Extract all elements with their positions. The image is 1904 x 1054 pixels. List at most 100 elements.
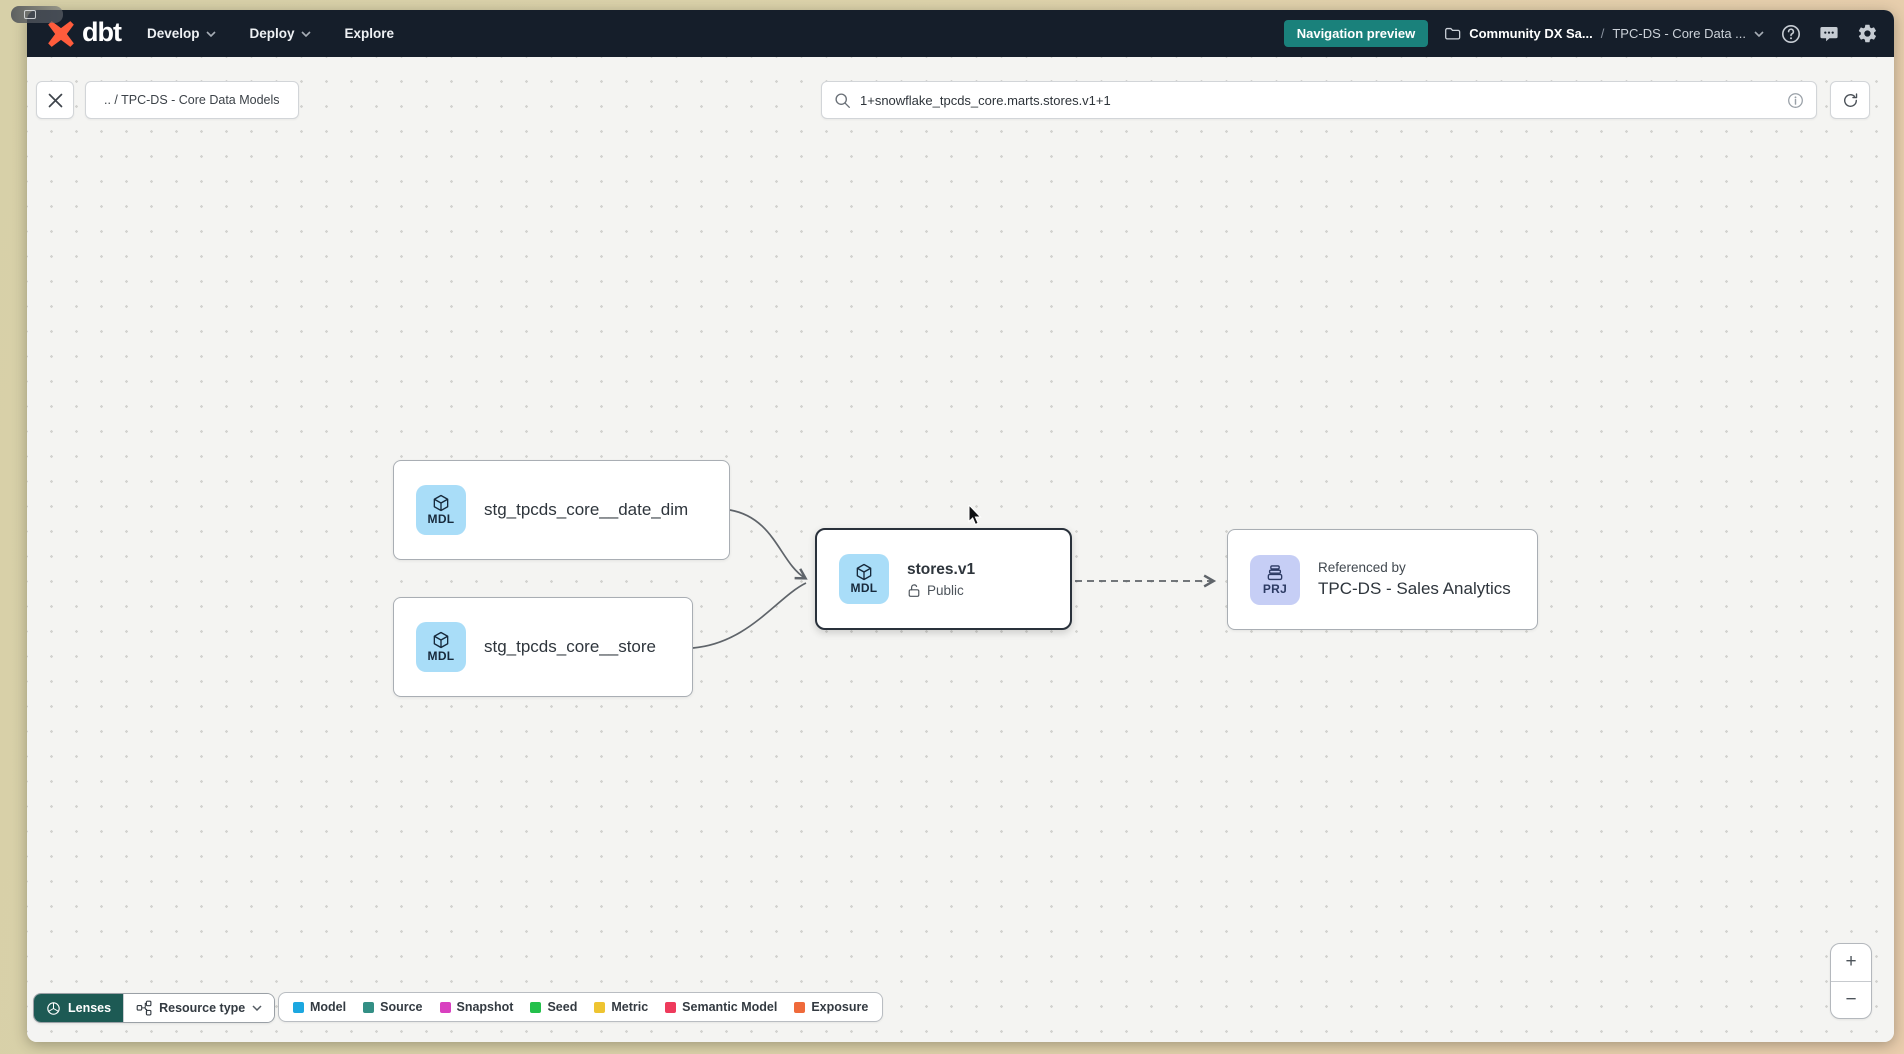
dbt-logo-icon xyxy=(48,20,74,47)
node-text-group: Referenced by TPC-DS - Sales Analytics xyxy=(1318,560,1511,599)
legend-label: Model xyxy=(310,1000,347,1014)
node-referenced-by-sales-analytics[interactable]: PRJ Referenced by TPC-DS - Sales Analyti… xyxy=(1227,529,1538,630)
nav-item-develop[interactable]: Develop xyxy=(147,26,216,41)
dbt-logo-text: dbt xyxy=(82,16,122,47)
help-icon xyxy=(1782,24,1800,43)
legend-swatch xyxy=(530,1001,542,1013)
close-icon xyxy=(48,93,62,107)
chevron-down-icon xyxy=(252,1005,262,1011)
lenses-label: Lenses xyxy=(68,1001,112,1015)
legend-label: Source xyxy=(380,1000,423,1014)
edge-date-dim-to-stores xyxy=(729,509,808,580)
node-access-row: Public xyxy=(907,583,975,598)
legend-item-seed: Seed xyxy=(530,1000,577,1014)
badge-code: MDL xyxy=(427,649,455,664)
node-stores-v1[interactable]: MDL stores.v1 Public xyxy=(815,528,1072,630)
node-label: stg_tpcds_core__store xyxy=(484,637,656,656)
legend-swatch xyxy=(439,1001,451,1013)
close-lineage-button[interactable] xyxy=(36,81,74,119)
help-button[interactable] xyxy=(1780,23,1802,45)
feedback-bubble-icon xyxy=(1820,26,1838,41)
search-icon xyxy=(835,92,850,108)
model-badge: MDL xyxy=(839,554,889,604)
cube-icon xyxy=(433,495,449,512)
legend-item-semantic-model: Semantic Model xyxy=(665,1000,777,1014)
resource-type-legend: Model Source Snapshot Seed Metric Semant… xyxy=(278,992,884,1022)
screen-recording-indicator xyxy=(11,6,63,23)
model-badge: MDL xyxy=(416,485,466,535)
lineage-breadcrumb[interactable]: .. / TPC-DS - Core Data Models xyxy=(85,81,299,119)
breadcrumb-separator: / xyxy=(1600,26,1605,41)
zoom-in-button[interactable]: + xyxy=(1831,944,1871,982)
project-name: TPC-DS - Core Data ... xyxy=(1612,26,1746,41)
settings-button[interactable] xyxy=(1856,23,1878,45)
lineage-search-bar[interactable] xyxy=(821,81,1817,119)
legend-label: Metric xyxy=(611,1000,649,1014)
lenses-button[interactable]: Lenses xyxy=(34,994,124,1022)
zoom-out-button[interactable]: − xyxy=(1845,988,1857,1010)
dbt-app-window: dbt Develop Deploy Explore Navigation pr… xyxy=(27,10,1894,1042)
legend-item-snapshot: Snapshot xyxy=(439,1000,514,1014)
access-label: Public xyxy=(927,582,964,598)
badge-code: MDL xyxy=(850,581,878,596)
top-navigation-bar: dbt Develop Deploy Explore Navigation pr… xyxy=(27,10,1894,57)
refresh-lineage-button[interactable] xyxy=(1830,81,1870,119)
legend-label: Semantic Model xyxy=(682,1000,778,1014)
nav-right-group: Navigation preview Community DX Sa... / … xyxy=(1283,20,1878,47)
legend-item-metric: Metric xyxy=(594,1000,648,1014)
node-kicker: Referenced by xyxy=(1318,560,1406,575)
dbt-logo[interactable]: dbt xyxy=(47,16,122,49)
legend-label: Exposure xyxy=(811,1000,869,1014)
lineage-canvas[interactable]: .. / TPC-DS - Core Data Models xyxy=(27,57,1894,1042)
legend-swatch xyxy=(794,1001,806,1013)
stack-icon xyxy=(1267,565,1283,580)
lineage-search-input[interactable] xyxy=(860,92,1778,108)
legend-item-exposure: Exposure xyxy=(794,1000,868,1014)
legend-swatch xyxy=(665,1001,677,1013)
lens-icon xyxy=(47,1001,60,1015)
nav-item-label: Develop xyxy=(146,26,200,41)
node-title: TPC-DS - Sales Analytics xyxy=(1318,579,1511,598)
node-stg-tpcds-core-date-dim[interactable]: MDL stg_tpcds_core__date_dim xyxy=(393,460,730,560)
nav-menu: Develop Deploy Explore xyxy=(147,26,394,41)
model-badge: MDL xyxy=(416,622,466,672)
cube-icon xyxy=(433,632,449,649)
legend-item-model: Model xyxy=(293,1000,346,1014)
resource-type-dropdown[interactable]: Resource type xyxy=(123,994,275,1022)
legend-label: Seed xyxy=(547,1000,578,1014)
badge-code: MDL xyxy=(427,512,455,527)
badge-code: PRJ xyxy=(1262,581,1288,596)
node-text-group: stores.v1 Public xyxy=(907,561,975,598)
folder-icon xyxy=(1445,27,1461,40)
nav-item-explore[interactable]: Explore xyxy=(345,26,395,41)
refresh-icon xyxy=(1843,92,1857,107)
project-breadcrumb[interactable]: Community DX Sa... / TPC-DS - Core Data … xyxy=(1444,26,1764,41)
nav-item-deploy[interactable]: Deploy xyxy=(250,26,311,41)
legend-swatch xyxy=(363,1001,375,1013)
legend-label: Snapshot xyxy=(456,1000,514,1014)
feedback-button[interactable] xyxy=(1818,23,1840,45)
node-stg-tpcds-core-store[interactable]: MDL stg_tpcds_core__store xyxy=(393,597,693,697)
resource-graph-icon xyxy=(136,1000,152,1016)
gear-icon xyxy=(1858,24,1876,43)
node-title: stores.v1 xyxy=(907,560,976,578)
chevron-down-icon xyxy=(1754,30,1764,37)
recording-window-icon xyxy=(24,10,36,19)
resource-type-label: Resource type xyxy=(159,1001,246,1015)
node-label: stg_tpcds_core__date_dim xyxy=(484,500,689,519)
cube-icon xyxy=(856,564,872,581)
unlock-icon xyxy=(908,583,920,597)
legend-item-source: Source xyxy=(363,1000,423,1014)
project-badge: PRJ xyxy=(1250,554,1300,605)
legend-swatch xyxy=(293,1001,304,1013)
nav-item-label: Explore xyxy=(344,26,395,41)
legend-swatch xyxy=(594,1001,606,1013)
account-name: Community DX Sa... xyxy=(1469,26,1593,41)
info-icon[interactable] xyxy=(1787,92,1804,109)
nav-item-label: Deploy xyxy=(249,26,295,41)
edge-store-to-stores xyxy=(692,582,807,649)
navigation-preview-badge[interactable]: Navigation preview xyxy=(1283,20,1429,47)
chevron-down-icon xyxy=(205,30,216,37)
zoom-controls: + − xyxy=(1830,943,1872,1019)
chevron-down-icon xyxy=(300,30,311,37)
